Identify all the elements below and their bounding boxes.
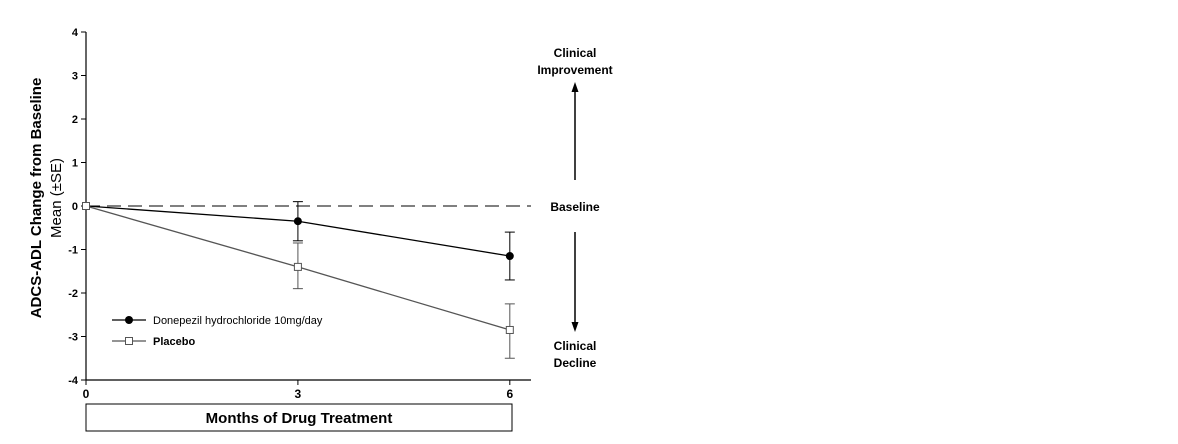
legend-marker <box>125 337 133 345</box>
y-tick-label: 0 <box>72 201 78 213</box>
y-tick-label: -1 <box>68 245 78 257</box>
legend-marker <box>125 316 133 324</box>
x-axis-label-box <box>85 403 513 432</box>
baseline-label: Baseline <box>550 200 600 214</box>
y-tick-label: -2 <box>68 288 78 300</box>
y-axis-label: ADCS-ADL Change from Baseline <box>28 78 45 319</box>
x-axis-label: Months of Drug Treatment <box>206 410 393 427</box>
data-point <box>293 217 302 226</box>
x-tick-label: 3 <box>295 387 302 401</box>
data-point <box>82 202 90 210</box>
series-group <box>82 201 515 359</box>
annotations: ClinicalImprovementBaselineClinicalDecli… <box>537 46 612 370</box>
annotation-improvement-line1: Clinical <box>554 46 597 60</box>
y-tick-label: 4 <box>72 27 79 39</box>
annotation-decline-line2: Decline <box>554 356 597 370</box>
y-tick-label: 1 <box>72 158 78 170</box>
decline-arrow-head <box>571 322 579 332</box>
annotation-improvement-line2: Improvement <box>537 63 612 77</box>
data-point <box>293 262 302 271</box>
annotation-decline-line1: Clinical <box>554 339 597 353</box>
y-tick-label: 2 <box>72 114 78 126</box>
y-tick-label: 3 <box>72 71 78 83</box>
x-tick-label: 0 <box>83 387 90 401</box>
legend-label: Placebo <box>153 336 195 348</box>
improvement-arrow-head <box>571 82 579 92</box>
data-point <box>505 325 514 334</box>
y-tick-label: -3 <box>68 332 78 344</box>
data-point <box>505 252 514 261</box>
y-tick-label: -4 <box>68 375 79 387</box>
axes: 4 3 2 1 0 -1 -2 -3 -4 0 3 6 <box>68 27 531 401</box>
x-tick-label: 6 <box>506 387 513 401</box>
legend-label: Donepezil hydrochloride 10mg/day <box>153 315 323 327</box>
y-axis-sublabel: Mean (±SE) <box>48 158 65 238</box>
